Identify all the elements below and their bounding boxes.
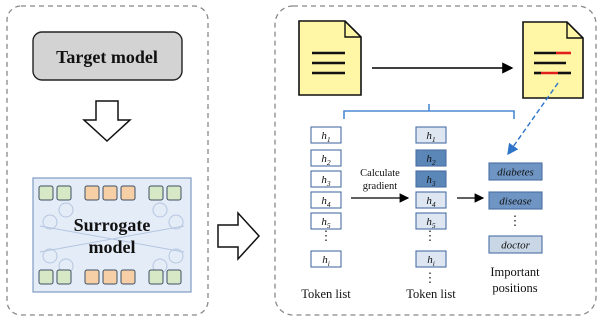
list2-ellipsis-2: ⋮ bbox=[424, 270, 437, 285]
surrogate-top-cell-5 bbox=[148, 185, 164, 201]
important-token-box-0 bbox=[488, 162, 543, 181]
surrogate-top-cell-4 bbox=[120, 185, 136, 201]
surrogate-bottom-cell-6 bbox=[166, 269, 182, 285]
important-label-line1: Important bbox=[490, 265, 540, 279]
surrogate-bottom-cells bbox=[38, 269, 182, 285]
network-node-4 bbox=[58, 202, 74, 218]
list2-token-box-3 bbox=[415, 191, 447, 209]
surrogate-bottom-cell-1 bbox=[56, 269, 72, 285]
surrogate-bottom-cell-4 bbox=[120, 269, 136, 285]
list1-token-box-2 bbox=[310, 170, 342, 188]
important-token-box-2 bbox=[488, 235, 543, 254]
list1-token-label-3: h4 bbox=[321, 195, 331, 209]
right-hollow-arrow-icon bbox=[217, 211, 261, 261]
surrogate-top-cell-3 bbox=[102, 185, 118, 201]
important-label-line2: positions bbox=[492, 281, 537, 295]
position-mapping-arrow bbox=[507, 82, 559, 156]
important-token-box-1 bbox=[488, 191, 543, 210]
network-edge-1 bbox=[39, 225, 185, 253]
list2-token-label-4: h5 bbox=[426, 216, 436, 230]
surrogate-model-label-line2: model bbox=[89, 237, 136, 257]
list1-token-box-3 bbox=[310, 191, 342, 209]
right-panel-frame bbox=[274, 5, 597, 316]
list2-ellipsis-1: ⋮ bbox=[424, 228, 437, 243]
list1-ellipsis: ⋮ bbox=[320, 228, 333, 243]
list2-token-box-4 bbox=[415, 212, 447, 230]
calculate-label-line2: gradient bbox=[363, 181, 397, 192]
list2-token-box-0 bbox=[415, 126, 447, 144]
important-positions-list: diabetes disease doctor bbox=[488, 162, 543, 254]
list1-token-box-1 bbox=[310, 149, 342, 167]
surrogate-top-cell-6 bbox=[166, 185, 182, 201]
important-token-label-1: disease bbox=[499, 196, 532, 208]
list1-token-label-2: h3 bbox=[321, 174, 331, 188]
surrogate-top-cells bbox=[38, 185, 182, 201]
important-ellipsis: ⋮ bbox=[509, 213, 522, 228]
important-token-label-0: diabetes bbox=[497, 167, 534, 179]
list1-token-box-5 bbox=[310, 250, 342, 268]
list2-token-label-1: h2 bbox=[426, 153, 436, 167]
surrogate-top-cell-0 bbox=[38, 185, 54, 201]
marked-document-icon bbox=[522, 21, 584, 99]
surrogate-model-label-line1: Surrogate bbox=[74, 215, 151, 235]
token-list-1: h1 h2 h3 h4 h5 hi bbox=[310, 126, 342, 268]
network-node-0 bbox=[42, 214, 58, 230]
list1-token-label-4: h5 bbox=[321, 216, 331, 230]
bracket-line bbox=[343, 110, 515, 119]
important-token-label-2: doctor bbox=[501, 240, 530, 252]
down-hollow-arrow-icon bbox=[82, 100, 132, 143]
target-model-box bbox=[32, 31, 183, 81]
surrogate-top-cell-2 bbox=[84, 185, 100, 201]
token-list-2: h1 h2 h3 h4 h5 hi bbox=[415, 126, 447, 268]
calculate-label-line1: Calculate bbox=[360, 168, 400, 179]
surrogate-top-cell-1 bbox=[56, 185, 72, 201]
network-node-3 bbox=[168, 248, 184, 264]
network-node-5 bbox=[152, 202, 168, 218]
surrogate-bottom-cell-2 bbox=[84, 269, 100, 285]
list2-token-label-0: h1 bbox=[426, 130, 435, 144]
surrogate-bottom-cell-0 bbox=[38, 269, 54, 285]
list2-token-box-2 bbox=[415, 170, 447, 188]
surrogate-network-pattern bbox=[39, 202, 185, 274]
target-model-label: Target model bbox=[56, 47, 158, 67]
list1-token-box-0 bbox=[310, 126, 342, 144]
list1-token-label-1: h2 bbox=[321, 153, 331, 167]
surrogate-bottom-cell-3 bbox=[102, 269, 118, 285]
list1-token-label-5: hi bbox=[322, 254, 330, 268]
network-node-2 bbox=[168, 214, 184, 230]
list2-token-box-5 bbox=[415, 250, 447, 268]
surrogate-bottom-cell-5 bbox=[148, 269, 164, 285]
token-list-label-2: Token list bbox=[406, 287, 456, 301]
token-list-label-1: Token list bbox=[301, 287, 351, 301]
network-node-1 bbox=[42, 248, 58, 264]
list2-token-label-2: h3 bbox=[426, 174, 436, 188]
document-icon bbox=[298, 20, 362, 96]
list2-token-label-3: h4 bbox=[426, 195, 436, 209]
list1-token-box-4 bbox=[310, 212, 342, 230]
list2-token-label-5: hi bbox=[427, 254, 435, 268]
list1-token-label-0: h1 bbox=[321, 130, 330, 144]
list2-token-box-1 bbox=[415, 149, 447, 167]
left-panel-frame bbox=[6, 5, 209, 316]
